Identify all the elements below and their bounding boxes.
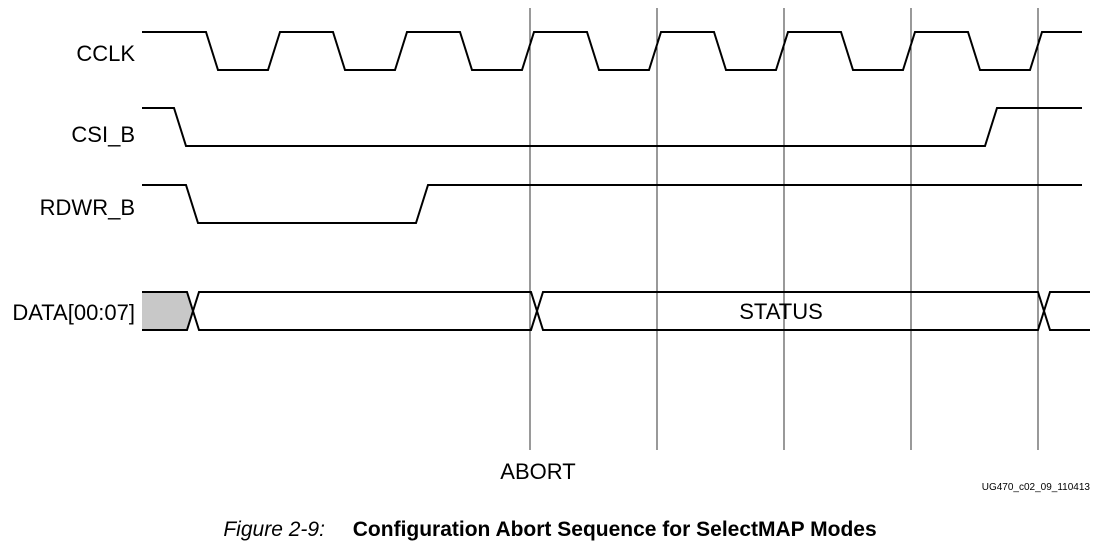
signal-label-cclk: CCLK <box>76 41 135 66</box>
data-bus-status-label: STATUS <box>739 299 823 324</box>
data-bus-top <box>142 291 1090 331</box>
data-bus-bottom <box>142 291 1090 331</box>
guide-lines <box>529 8 1039 450</box>
figure-title: Configuration Abort Sequence for SelectM… <box>352 518 877 541</box>
signal-label-rdwr-b: RDWR_B <box>40 195 135 220</box>
figure-caption: Figure 2-9: Configuration Abort Sequence… <box>0 518 1100 542</box>
csi-b-waveform <box>142 107 1082 147</box>
data-bus-waveform <box>142 291 1090 331</box>
figure-id: UG470_c02_09_110413 <box>982 482 1091 493</box>
cclk-waveform <box>142 31 1082 71</box>
rdwr-b-waveform <box>142 184 1082 224</box>
figure-number: Figure 2-9: <box>223 518 325 541</box>
abort-marker-label: ABORT <box>500 459 575 484</box>
signal-label-csi-b: CSI_B <box>71 122 135 147</box>
signal-label-data-bus: DATA[00:07] <box>12 300 135 325</box>
data-bus-undefined-region <box>142 292 193 330</box>
